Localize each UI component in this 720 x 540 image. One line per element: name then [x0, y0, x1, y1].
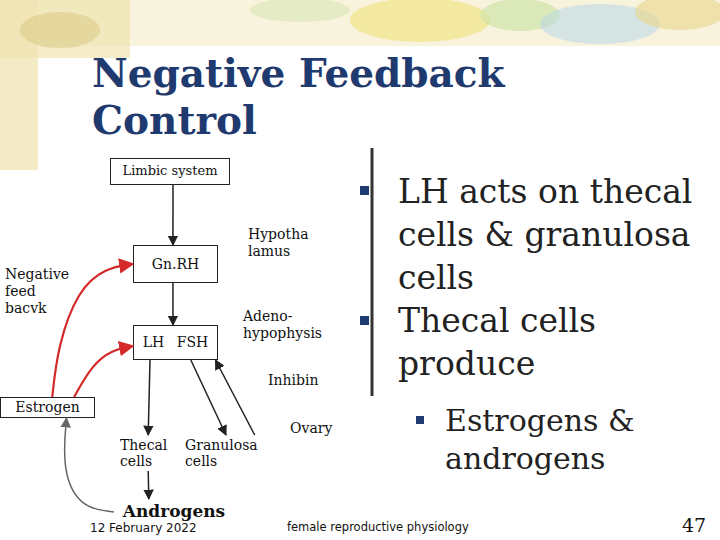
flow-arrow [148, 360, 150, 435]
bullet-text: Thecal cells produce [398, 299, 706, 385]
feedback-arrow [74, 346, 133, 397]
node-text: Gn.RH [152, 256, 199, 272]
sub-bullet-text: Estrogens & androgens [445, 402, 695, 478]
separator-line [371, 148, 374, 396]
region-label: Hypotha lamus [248, 226, 328, 260]
region-label: Adeno- hypophysis [243, 308, 343, 342]
bullet-text: LH acts on thecal cells & granulosa cell… [398, 170, 706, 299]
flow-arrow [172, 283, 174, 325]
flow-arrow [172, 185, 174, 245]
cell-node: Granulosa cells [185, 435, 267, 471]
slide-number: 47 [682, 514, 718, 537]
hormone-box: LH FSH [133, 325, 218, 360]
feedback-label: Negative feed bacvk [5, 266, 79, 316]
node-text: Limbic system [123, 164, 218, 179]
bullet-square [360, 186, 369, 195]
feedback-arrow [52, 264, 133, 397]
flow-arrow [65, 418, 114, 512]
hormone-box: Estrogen [0, 397, 95, 418]
corner-band [0, 0, 130, 58]
node-text: Estrogen [15, 399, 79, 415]
flow-arrow [215, 360, 254, 435]
leaf-shape [20, 12, 100, 48]
flow-arrow [191, 360, 226, 435]
flow-arrow [147, 471, 149, 499]
node-text: Granulosa cells [185, 437, 267, 469]
flower-shape [350, 0, 490, 42]
flower-shape [635, 0, 720, 30]
bullet-square [360, 316, 369, 325]
process-box: Limbic system [110, 158, 230, 185]
node-text: LH FSH [143, 334, 208, 350]
slide-title: Negative Feedback Control [92, 50, 542, 144]
bullet-square [416, 416, 424, 424]
footer-text: female reproductive physiology [287, 521, 517, 535]
node-text: Androgens [123, 502, 225, 522]
cell-node: Thecal cells [120, 435, 180, 471]
edge-label: Inhibin [268, 372, 319, 389]
footer-date: 12 February 2022 [90, 521, 250, 535]
node-text: Thecal cells [120, 437, 180, 469]
leaf-shape [250, 0, 350, 22]
region-label: Ovary [290, 420, 360, 437]
hormone-box: Gn.RH [133, 245, 218, 283]
